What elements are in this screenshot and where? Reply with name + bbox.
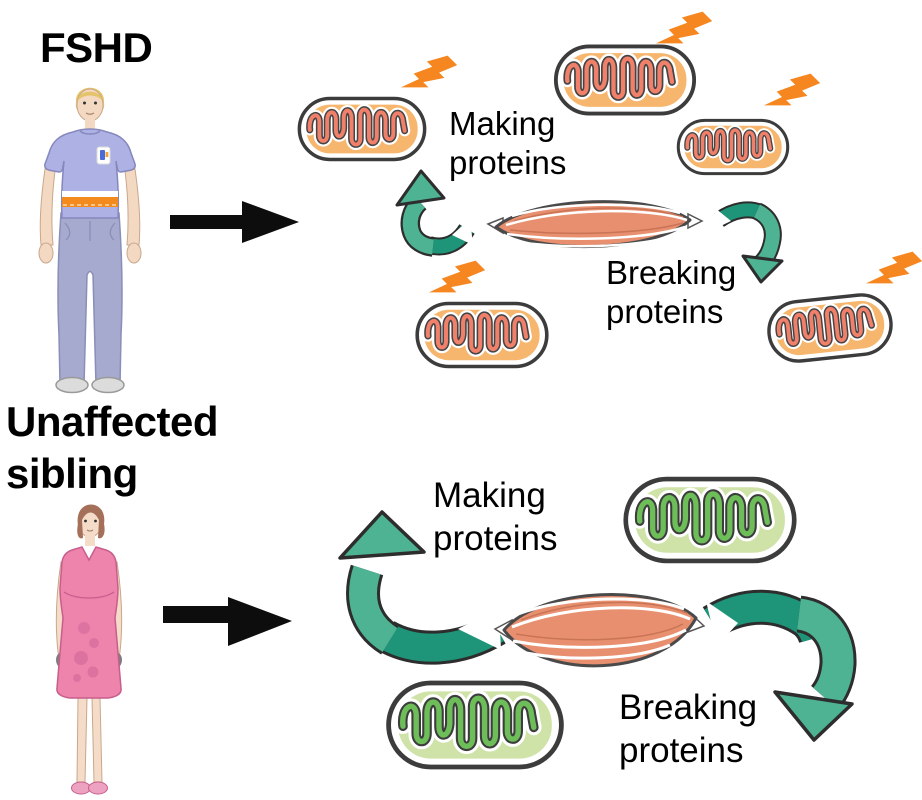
female-dress [56,546,122,699]
male-eye-right [94,101,97,105]
male-right-hand [126,242,142,264]
male-left-hand [38,242,54,264]
male-left-shoe [55,376,89,394]
making-proteins-label-top: Making proteins [449,105,567,181]
arrow-right-icon-bottom [163,597,292,646]
male-eye-left [83,101,86,105]
lightning-bolt-icon-4 [865,243,922,301]
shirt-white-stripe [62,191,118,197]
shirt-orange-band [62,197,118,207]
male-right-shoe [91,376,125,394]
mitochondrion-stressed-2 [556,46,694,113]
female-neck [85,534,95,546]
breaking-proteins-label-bottom: Breaking proteins [619,688,758,770]
female-right-leg [91,697,103,783]
unaffected-sibling-title: Unaffected sibling [6,398,219,497]
person-fshd-patient [38,87,142,394]
shirt-collar [79,130,101,135]
person-unaffected-sibling [55,504,123,795]
curved-arrow-making-bottom-icon [338,510,506,665]
mitochondrion-stressed-4 [766,292,894,364]
lightning-bolt-icon-1 [400,47,458,105]
female-right-shoe [88,781,108,795]
male-left-arm [39,168,56,246]
female-eye-right [94,519,97,523]
male-right-arm [124,168,141,246]
lightning-bolt-icon-3 [763,65,821,123]
fshd-title: FSHD [40,22,153,74]
jeans-pocket-seams [64,221,116,241]
making-proteins-label-bottom: Making proteins [433,476,558,558]
female-mouth [86,529,94,532]
female-left-shoe [71,781,91,795]
mitochondrion-healthy-1 [626,479,794,561]
female-eye-left [84,519,87,523]
male-jeans [57,212,123,386]
male-fringe [78,91,102,100]
mitochondrion-stressed-5 [417,304,547,367]
male-mouth [85,112,95,115]
breaking-proteins-label-top: Breaking proteins [606,254,737,330]
male-neck [85,119,95,130]
curved-arrow-making-top-icon [395,169,475,257]
mitochondrion-stressed-3 [678,120,787,173]
shirt-emblem-blue [100,150,105,160]
muscle-fiber-top [486,200,704,249]
dress-splotches [73,622,99,682]
mitochondrion-stressed-1 [299,99,424,160]
muscle-fiber-bottom [493,593,706,668]
dress-seam [63,591,115,599]
fshd-title-text: FSHD [40,24,153,71]
female-left-leg [76,697,88,783]
shirt-emblem-orange [105,152,109,157]
curved-arrow-breaking-bottom-icon [702,589,857,742]
female-hair [77,504,105,539]
mitochondrion-healthy-2 [389,683,562,767]
curved-arrow-breaking-top-icon [712,201,784,284]
lightning-bolt-icon-5 [428,252,486,310]
arrow-right-icon-top [170,201,299,243]
